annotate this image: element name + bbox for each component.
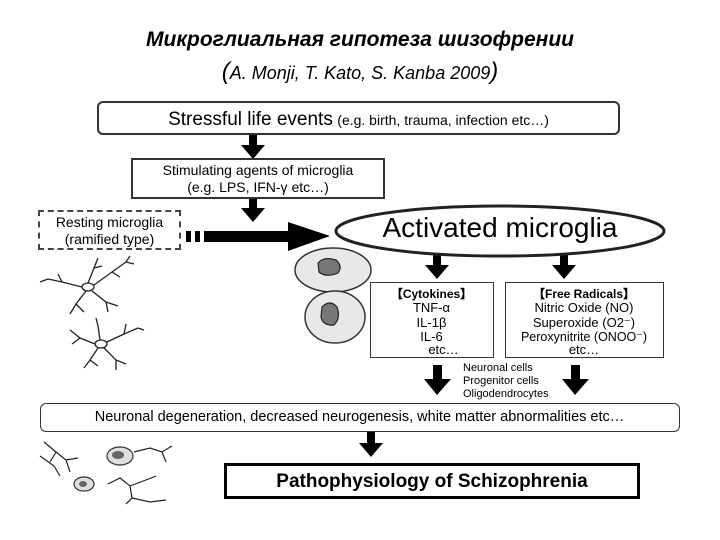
- free-radicals-box: 【Free Radicals】 Nitric Oxide (NO) Supero…: [505, 282, 664, 358]
- neuronal-cells-illustration: [39, 441, 173, 505]
- arrow-to-cytokines: [425, 254, 449, 279]
- free-radical-item: Nitric Oxide (NO): [534, 300, 634, 315]
- citation: A. Monji, T. Kato, S. Kanba 2009: [229, 63, 491, 83]
- arrow-to-free-radicals: [552, 254, 576, 279]
- free-radicals-header: 【Free Radicals】: [532, 287, 636, 301]
- neuronal-degeneration-box: Neuronal degeneration, decreased neuroge…: [40, 403, 680, 432]
- slide-subtitle: (A. Monji, T. Kato, S. Kanba 2009): [0, 58, 720, 86]
- stimulating-agents-box: Stimulating agents of microglia (e.g. LP…: [131, 158, 385, 199]
- free-radical-item: Superoxide (O2⁻): [532, 315, 636, 330]
- cytokines-header: 【Cytokines】: [390, 287, 473, 301]
- close-paren: ): [490, 58, 499, 85]
- cytokines-box: 【Cytokines】 TNF-α IL-1β IL-6 etc…: [370, 282, 494, 358]
- stressful-events-example: (e.g. birth, trauma, infection etc…): [337, 112, 549, 128]
- activated-microglia-ellipse: [334, 204, 666, 258]
- target-progenitor-cells: Progenitor cells: [463, 375, 539, 387]
- activation-arrow: [186, 222, 330, 251]
- cytokine-item: etc…: [428, 342, 459, 357]
- arrow-free-radicals-down: [562, 365, 589, 395]
- free-radical-item: etc…: [568, 342, 600, 357]
- cytokine-item: IL-6: [420, 329, 443, 344]
- activated-microglia-label: Activated microglia: [382, 212, 618, 243]
- target-neuronal-cells: Neuronal cells: [463, 362, 533, 374]
- arrow-agents-to-activation: [241, 197, 265, 222]
- resting-microglia-line2: (ramified type): [64, 231, 155, 247]
- activated-cell-2: [304, 290, 366, 344]
- pathophysiology-box: Pathophysiology of Schizophrenia: [224, 463, 640, 499]
- open-paren: (: [221, 58, 230, 85]
- slide-title: Микроглиальная гипотеза шизофрении: [146, 28, 574, 51]
- target-oligodendrocytes: Oligodendrocytes: [463, 388, 549, 400]
- free-radical-item: Peroxynitrite (ONOO⁻): [520, 330, 648, 344]
- activated-cell-1: [294, 247, 372, 293]
- stimulating-agents-line1: Stimulating agents of microglia: [162, 162, 354, 178]
- resting-microglia-box: Resting microglia (ramified type): [38, 210, 181, 250]
- resting-microglia-cell-2: [69, 317, 145, 370]
- cytokine-item: IL-1β: [416, 315, 447, 330]
- resting-microglia-cell-1: [39, 255, 135, 315]
- pathophysiology-label: Pathophysiology of Schizophrenia: [276, 471, 588, 492]
- arrow-to-pathophysiology: [359, 432, 383, 457]
- stressful-events-label: Stressful life events: [168, 109, 333, 130]
- stimulating-agents-line2: (e.g. LPS, IFN-γ etc…): [187, 179, 329, 195]
- arrow-events-to-agents: [241, 134, 265, 159]
- stressful-events-box: Stressful life events (e.g. birth, traum…: [97, 101, 620, 135]
- neuronal-degeneration-label: Neuronal degeneration, decreased neuroge…: [94, 409, 625, 425]
- arrow-cytokines-down: [424, 365, 451, 395]
- resting-microglia-line1: Resting microglia: [55, 214, 164, 230]
- cytokine-item: TNF-α: [412, 300, 451, 315]
